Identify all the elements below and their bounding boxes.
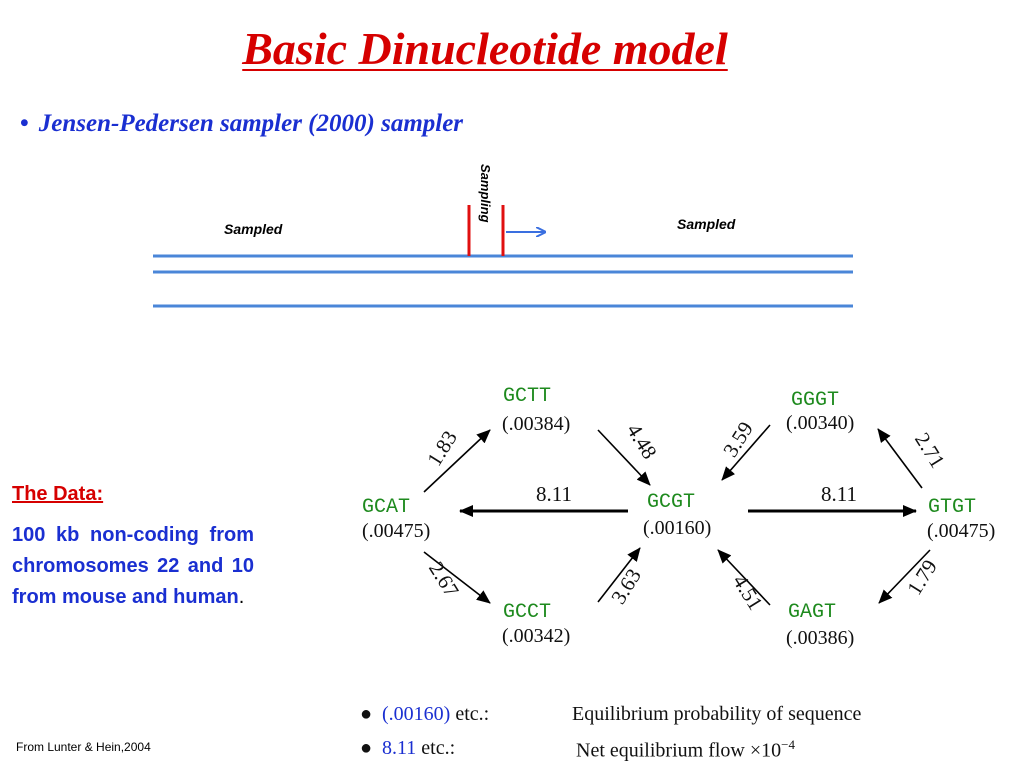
flow-label-gtgt-gggt: 2.71 <box>910 428 950 472</box>
node-prob-gcgt: (.00160) <box>643 517 711 539</box>
edge-gtgt-gggt <box>877 428 923 489</box>
node-label-gcgt: GCGT <box>647 491 695 514</box>
legend-bullet-icon: ● <box>360 737 373 759</box>
legend-item-probability: ● (.00160) etc.: Equilibrium probability o… <box>360 703 980 726</box>
node-prob-gcat: (.00475) <box>362 520 430 542</box>
node-prob-gcct: (.00342) <box>502 625 570 647</box>
legend-item-flow: ● 8.11 etc.: Net equilibrium flow ×10−4 <box>360 737 980 763</box>
node-gcat: GCAT (.00475) <box>362 496 430 542</box>
node-label-gcat: GCAT <box>362 496 410 519</box>
bullet-text: Jensen-Pedersen sampler (2000) sampler <box>38 110 464 137</box>
node-gcct: GCCT (.00342) <box>502 601 570 647</box>
legend-example: (.00160) <box>382 703 451 725</box>
node-label-gagt: GAGT <box>788 601 836 624</box>
node-gctt: GCTT (.00384) <box>502 385 570 435</box>
bullet-dot-icon: • <box>20 110 29 137</box>
flow-label-gcct-gcgt: 3.63 <box>606 564 646 608</box>
flow-label-gcat-gcct: 2.67 <box>424 557 464 601</box>
flow-network: 1.83 4.48 8.11 2.67 3.63 3.59 2.71 8.11 … <box>362 385 995 649</box>
sampler-diagram: Sampled Sampled Sampling <box>153 164 853 308</box>
legend-suffix: etc.: <box>450 703 490 725</box>
flow-label-gtgt-gagt: 1.79 <box>902 555 942 599</box>
node-gagt: GAGT (.00386) <box>786 601 854 649</box>
node-gcgt: GCGT (.00160) <box>643 491 711 539</box>
node-label-gggt: GGGT <box>791 389 839 412</box>
legend-description-group: Net equilibrium flow ×10−4 <box>576 737 795 763</box>
data-text-suffix: . <box>238 586 245 608</box>
sampled-right-label: Sampled <box>677 216 736 232</box>
node-label-gctt: GCTT <box>503 385 551 408</box>
edge-gggt-gcgt <box>721 424 771 481</box>
edge-gcat-gcct <box>423 551 491 604</box>
data-heading: The Data: <box>12 483 104 505</box>
legend-bullet-icon: ● <box>360 703 373 725</box>
sampling-label: Sampling <box>478 164 493 223</box>
edge-gctt-gcgt <box>597 429 651 486</box>
node-gtgt: GTGT (.00475) <box>927 496 995 542</box>
node-label-gcct: GCCT <box>503 601 551 624</box>
flow-label-gcgt-gtgt: 8.11 <box>821 482 857 506</box>
legend-description: Net equilibrium flow ×10 <box>576 739 782 762</box>
data-text-block: 100 kb non-coding from chromosomes 22 an… <box>12 520 254 613</box>
flow-label-gagt-gcgt: 4.51 <box>728 570 768 614</box>
flow-label-gggt-gcgt: 3.59 <box>718 417 758 461</box>
edge-gtgt-gagt <box>878 549 931 604</box>
edge-gagt-gcgt <box>717 549 771 606</box>
data-text: 100 kb non-coding from chromosomes 22 an… <box>12 524 254 608</box>
flow-label-gcgt-gcat: 8.11 <box>536 482 572 506</box>
node-prob-gtgt: (.00475) <box>927 520 995 542</box>
legend-example: 8.11 <box>382 737 417 759</box>
flow-label-gcat-gctt: 1.83 <box>422 426 462 470</box>
node-gggt: GGGT (.00340) <box>786 389 854 434</box>
node-label-gtgt: GTGT <box>928 496 976 519</box>
node-prob-gggt: (.00340) <box>786 412 854 434</box>
edge-gcat-gctt <box>423 429 491 493</box>
source-credit: From Lunter & Hein,2004 <box>16 740 151 754</box>
sampled-left-label: Sampled <box>224 221 283 237</box>
flow-label-gctt-gcgt: 4.48 <box>622 419 662 463</box>
legend-exponent: −4 <box>781 737 795 752</box>
node-prob-gctt: (.00384) <box>502 413 570 435</box>
slide-title: Basic Dinucleotide model <box>242 23 728 74</box>
data-description: The Data: 100 kb non-coding from chromos… <box>12 483 254 613</box>
legend-suffix: etc.: <box>416 737 456 759</box>
node-prob-gagt: (.00386) <box>786 627 854 649</box>
edge-gcct-gcgt <box>597 547 641 603</box>
bullet-item: • Jensen-Pedersen sampler (2000) sampler <box>20 110 463 138</box>
legend-description: Equilibrium probability of sequence <box>572 703 862 725</box>
